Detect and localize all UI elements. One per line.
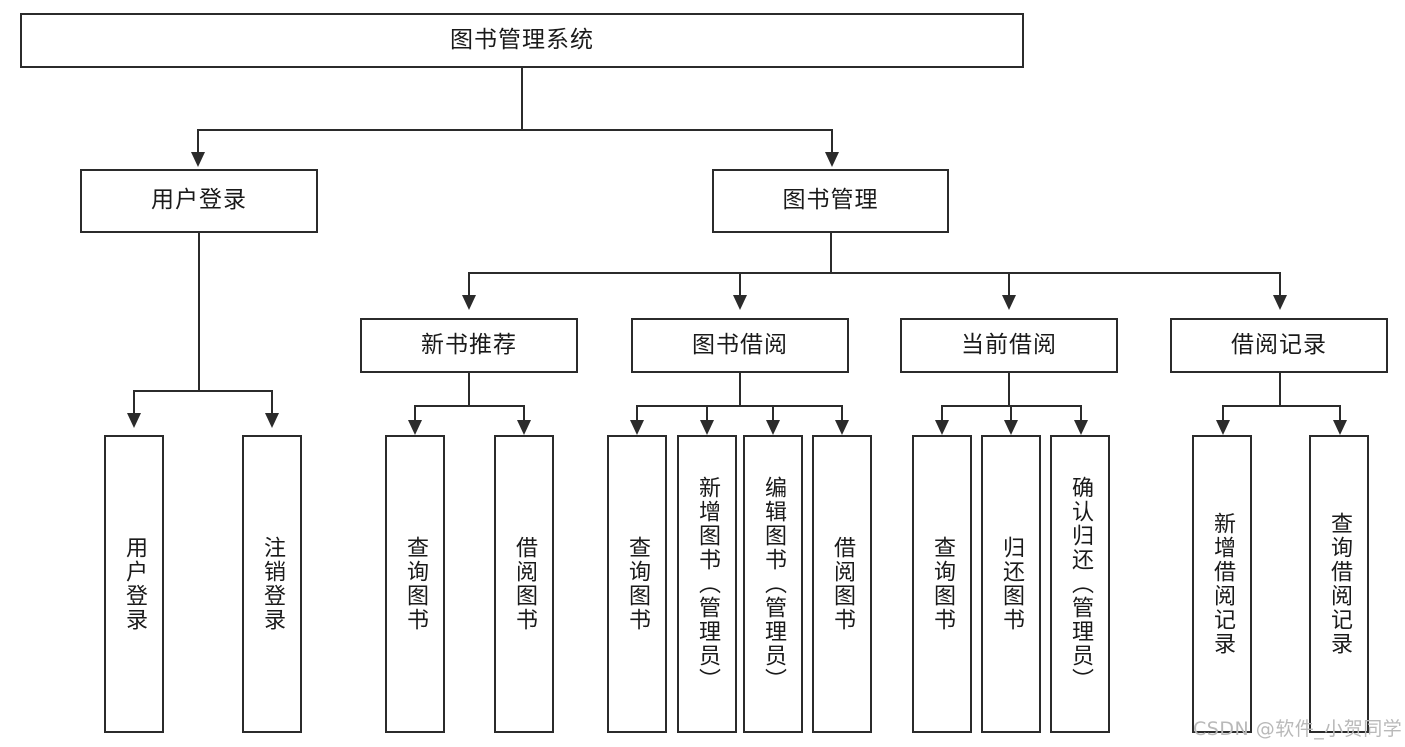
connector-bb-stem — [739, 373, 741, 406]
watermark-text: CSDN @软件_小贺同学 — [1193, 718, 1403, 740]
connector-nbr-stem — [468, 373, 470, 406]
arrow-bm-book-borrow — [733, 295, 747, 310]
leaf-label: 确认归还（管理员） — [1067, 476, 1093, 692]
node-current-borrow[interactable]: 当前借阅 — [900, 318, 1118, 373]
node-root-book-management-system[interactable]: 图书管理系统 — [20, 13, 1024, 68]
connector-br-drop-2 — [1339, 405, 1341, 425]
arrow-bb-leaf-2 — [700, 420, 714, 435]
leaf-label: 查询图书 — [402, 536, 428, 632]
connector-bm-drop-1 — [468, 272, 470, 297]
connector-user-login-stem — [198, 233, 200, 391]
arrow-cb-leaf-2 — [1004, 420, 1018, 435]
connector-br-bus — [1222, 405, 1339, 407]
connector-bb-drop-4 — [841, 405, 843, 425]
arrow-br-leaf-1 — [1216, 420, 1230, 435]
leaf-label: 新增借阅记录 — [1209, 512, 1235, 656]
connector-root-bus — [197, 129, 833, 131]
leaf-label: 查询图书 — [624, 536, 650, 632]
leaf-user-login[interactable]: 用户登录 — [104, 435, 164, 733]
connector-br-stem — [1279, 373, 1281, 406]
connector-bb-drop-2 — [706, 405, 708, 425]
arrow-cb-leaf-3 — [1074, 420, 1088, 435]
connector-user-login-drop-2 — [271, 390, 273, 415]
leaf-query-book-recommend[interactable]: 查询图书 — [385, 435, 445, 733]
node-label: 借阅记录 — [1231, 331, 1327, 358]
arrow-bb-leaf-1 — [630, 420, 644, 435]
node-user-login[interactable]: 用户登录 — [80, 169, 318, 233]
connector-root-to-book-management — [831, 129, 833, 154]
leaf-borrow-book-recommend[interactable]: 借阅图书 — [494, 435, 554, 733]
arrow-bm-new-book-recommend — [462, 295, 476, 310]
arrow-user-login-leaf-1 — [127, 413, 141, 428]
connector-br-drop-1 — [1222, 405, 1224, 425]
leaf-query-book-current[interactable]: 查询图书 — [912, 435, 972, 733]
node-borrow-record[interactable]: 借阅记录 — [1170, 318, 1388, 373]
leaf-confirm-return[interactable]: 确认归还（管理员） — [1050, 435, 1110, 733]
leaf-label: 借阅图书 — [511, 536, 537, 632]
arrow-cb-leaf-1 — [935, 420, 949, 435]
leaf-query-borrow-record[interactable]: 查询借阅记录 — [1309, 435, 1369, 733]
arrow-bb-leaf-4 — [835, 420, 849, 435]
leaf-label: 查询图书 — [929, 536, 955, 632]
leaf-add-borrow-record[interactable]: 新增借阅记录 — [1192, 435, 1252, 733]
leaf-logout-login[interactable]: 注销登录 — [242, 435, 302, 733]
connector-bm-drop-4 — [1279, 272, 1281, 297]
leaf-label: 注销登录 — [259, 536, 285, 632]
arrow-nbr-leaf-2 — [517, 420, 531, 435]
connector-nbr-drop-2 — [523, 405, 525, 425]
connector-bm-drop-3 — [1008, 272, 1010, 297]
connector-nbr-drop-1 — [414, 405, 416, 425]
connector-bb-bus — [636, 405, 842, 407]
node-label: 图书借阅 — [692, 331, 788, 358]
leaf-label: 新增图书（管理员） — [694, 476, 720, 692]
connector-cb-stem — [1008, 373, 1010, 406]
node-label: 用户登录 — [151, 187, 247, 214]
arrow-bm-borrow-record — [1273, 295, 1287, 310]
arrow-root-to-user-login — [191, 152, 205, 167]
connector-book-management-stem — [830, 233, 832, 273]
leaf-borrow-book[interactable]: 借阅图书 — [812, 435, 872, 733]
connector-root-stem — [521, 68, 523, 130]
node-book-management[interactable]: 图书管理 — [712, 169, 949, 233]
leaf-return-book[interactable]: 归还图书 — [981, 435, 1041, 733]
connector-bb-drop-1 — [636, 405, 638, 425]
arrow-nbr-leaf-1 — [408, 420, 422, 435]
connector-root-to-user-login — [197, 129, 199, 154]
leaf-edit-book[interactable]: 编辑图书（管理员） — [743, 435, 803, 733]
connector-user-login-bus — [133, 390, 271, 392]
connector-book-management-bus — [468, 272, 1279, 274]
connector-nbr-bus — [414, 405, 523, 407]
leaf-label: 归还图书 — [998, 536, 1024, 632]
connector-cb-drop-1 — [941, 405, 943, 425]
node-label: 当前借阅 — [961, 331, 1057, 358]
arrow-bb-leaf-3 — [766, 420, 780, 435]
arrow-user-login-leaf-2 — [265, 413, 279, 428]
arrow-br-leaf-2 — [1333, 420, 1347, 435]
node-label: 图书管理 — [782, 187, 879, 214]
node-label: 新书推荐 — [421, 331, 517, 358]
connector-bb-drop-3 — [772, 405, 774, 425]
leaf-label: 编辑图书（管理员） — [760, 476, 786, 692]
connector-cb-drop-3 — [1080, 405, 1082, 425]
node-new-book-recommend[interactable]: 新书推荐 — [360, 318, 578, 373]
connector-user-login-drop-1 — [133, 390, 135, 415]
node-label: 图书管理系统 — [450, 26, 594, 53]
leaf-add-book[interactable]: 新增图书（管理员） — [677, 435, 737, 733]
arrow-bm-current-borrow — [1002, 295, 1016, 310]
connector-bm-drop-2 — [739, 272, 741, 297]
csdn-watermark: CSDN @软件_小贺同学 — [1193, 714, 1402, 741]
leaf-label: 借阅图书 — [829, 536, 855, 632]
leaf-label: 查询借阅记录 — [1326, 512, 1352, 656]
connector-cb-drop-2 — [1010, 405, 1012, 425]
leaf-query-book-borrow[interactable]: 查询图书 — [607, 435, 667, 733]
arrow-root-to-book-management — [825, 152, 839, 167]
node-book-borrow[interactable]: 图书借阅 — [631, 318, 849, 373]
leaf-label: 用户登录 — [121, 536, 147, 632]
